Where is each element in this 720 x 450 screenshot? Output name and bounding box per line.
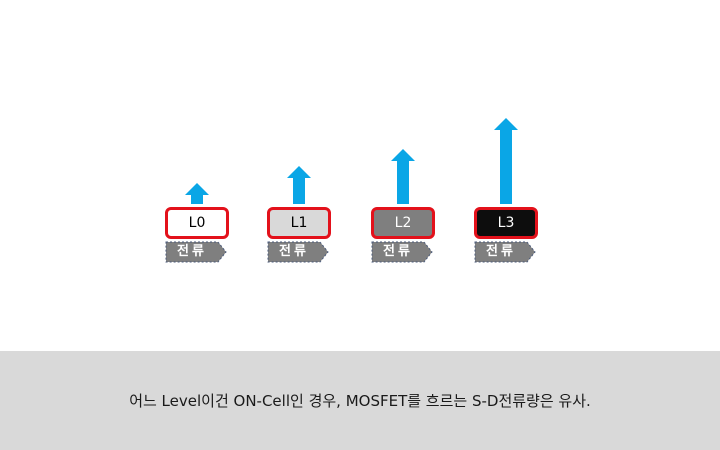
caption-band: 어느 Level이건 ON-Cell인 경우, MOSFET를 흐르는 S-D전… xyxy=(0,351,720,450)
level-label: L0 xyxy=(188,215,206,231)
level-l2: L2 전류 xyxy=(371,0,435,350)
current-tag: 전류 xyxy=(267,241,329,263)
current-tag: 전류 xyxy=(165,241,227,263)
level-label: L1 xyxy=(290,215,308,231)
current-tag-label: 전류 xyxy=(177,244,207,259)
caption-text: 어느 Level이건 ON-Cell인 경우, MOSFET를 흐르는 S-D전… xyxy=(129,392,591,410)
current-tag-label: 전류 xyxy=(279,244,309,259)
level-box: L1 xyxy=(267,207,331,239)
current-arrow-icon xyxy=(391,149,415,204)
current-arrow-icon xyxy=(494,118,518,204)
current-tag-label: 전류 xyxy=(383,244,413,259)
level-box: L3 xyxy=(474,207,538,239)
current-tag-label: 전류 xyxy=(486,244,516,259)
current-arrow-icon xyxy=(185,183,209,204)
level-l1: L1 전류 xyxy=(267,0,331,350)
level-label: L3 xyxy=(497,215,515,231)
current-arrow-icon xyxy=(287,166,311,204)
current-tag: 전류 xyxy=(474,241,536,263)
level-box: L0 xyxy=(165,207,229,239)
level-label: L2 xyxy=(394,215,412,231)
level-l3: L3 전류 xyxy=(474,0,538,350)
current-tag: 전류 xyxy=(371,241,433,263)
level-l0: L0 전류 xyxy=(165,0,229,350)
level-box: L2 xyxy=(371,207,435,239)
level-current-diagram: L0 전류 L1 전류 L2 전류 xyxy=(165,0,538,350)
